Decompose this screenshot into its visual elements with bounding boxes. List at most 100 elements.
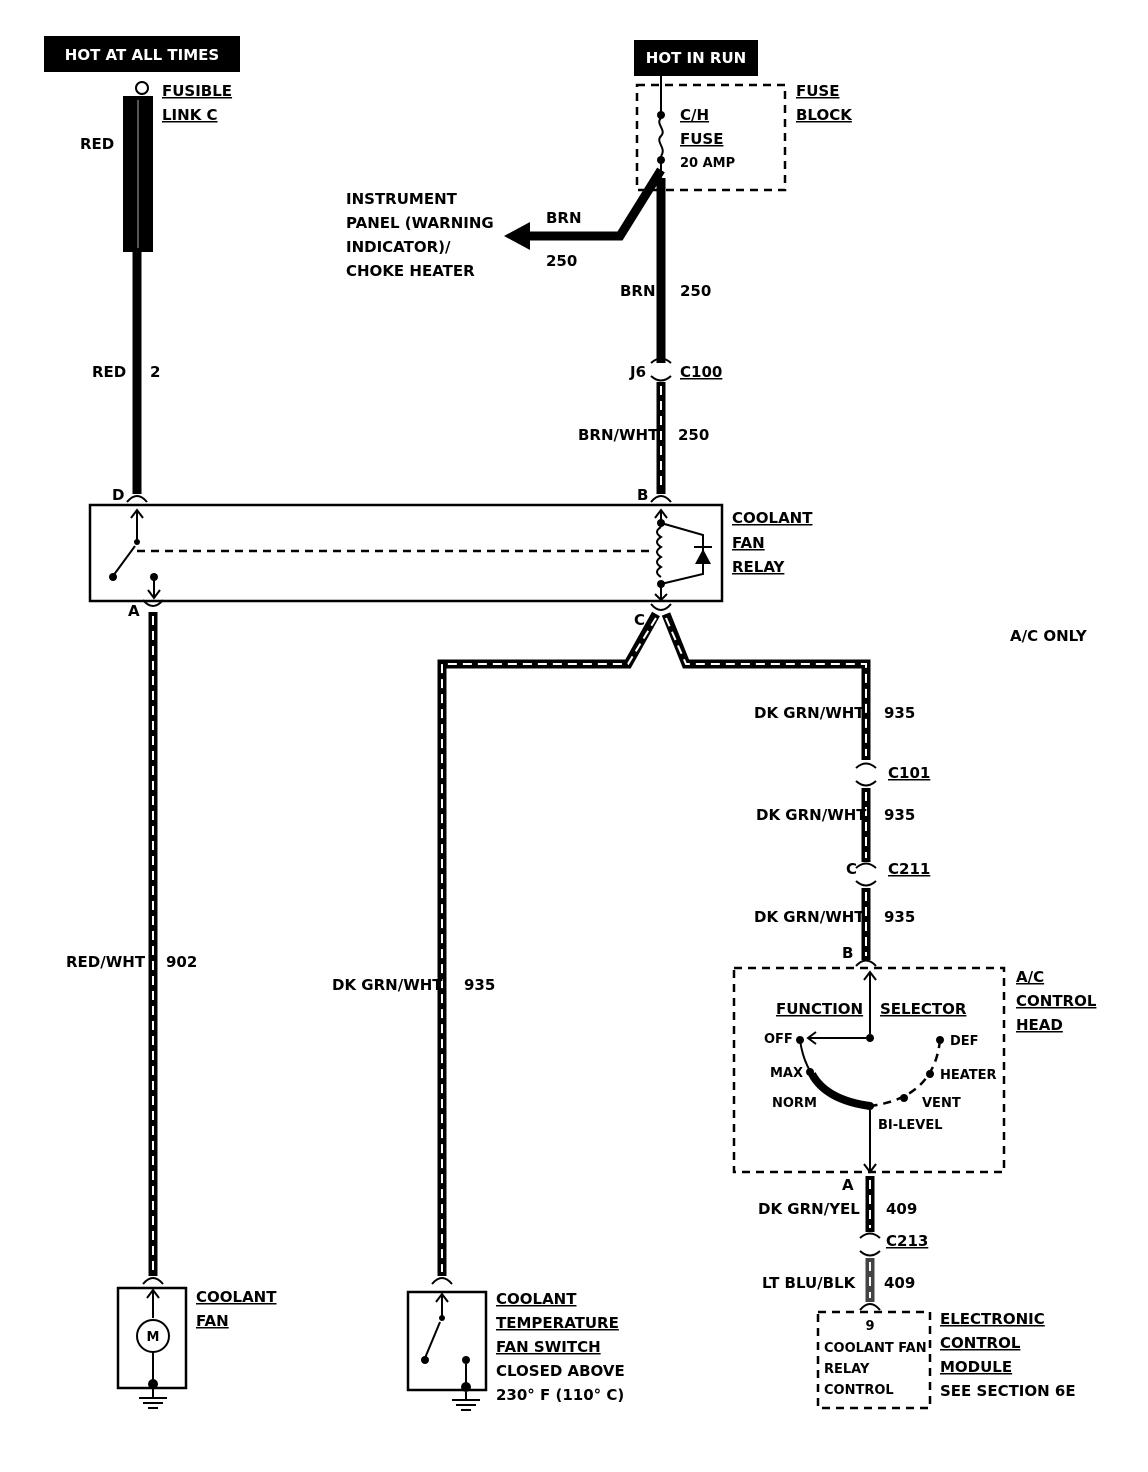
- wire-label-red: RED: [92, 363, 126, 381]
- fusible-link-label-1: FUSIBLE: [162, 82, 232, 100]
- wire-number-dk-grn-wht-1: 935: [884, 704, 915, 722]
- ac-head-function-label: FUNCTION: [776, 1000, 863, 1018]
- connector-c100: [650, 357, 672, 382]
- ch-fuse: [657, 76, 665, 178]
- wire-number-brn-branch: 250: [546, 252, 577, 270]
- hot-at-all-times-header: HOT AT ALL TIMES: [44, 36, 240, 72]
- hot-in-run-header: HOT IN RUN: [634, 40, 758, 76]
- wire-number-dk-grn-yel: 409: [886, 1200, 917, 1218]
- instrument-panel-label-2: PANEL (WARNING: [346, 214, 494, 232]
- ground-icon: [461, 1382, 471, 1392]
- relay-coil: [654, 508, 712, 602]
- wire-label-dk-grn-wht-left: DK GRN/WHT: [332, 976, 443, 994]
- ecm-outline: [816, 1310, 932, 1410]
- wire-number-brn: 250: [680, 282, 711, 300]
- ac-head-pin-b: B: [842, 944, 853, 962]
- coolant-fan-label-1: COOLANT: [196, 1288, 277, 1306]
- wire-label-dk-grn-wht-2: DK GRN/WHT: [756, 806, 867, 824]
- ac-head-selector-label: SELECTOR: [880, 1000, 967, 1018]
- coolant-fan-motor-label: M: [147, 1330, 160, 1345]
- hot-in-run-label: HOT IN RUN: [646, 49, 746, 67]
- temp-switch-label-2: TEMPERATURE: [496, 1314, 619, 1332]
- wire-label-red-top: RED: [80, 135, 114, 153]
- instrument-panel-label-1: INSTRUMENT: [346, 190, 458, 208]
- ac-only-label: A/C ONLY: [1010, 627, 1088, 645]
- fuse-block-outline: [635, 83, 787, 192]
- connector-c211-label: C211: [888, 860, 930, 878]
- wire-label-dk-grn-wht-1: DK GRN/WHT: [754, 704, 865, 722]
- ecm-title-2: CONTROL: [940, 1334, 1021, 1352]
- ac-pos-norm: NORM: [772, 1096, 817, 1111]
- ecm-pin: 9: [865, 1319, 874, 1334]
- function-selector-switch: [796, 959, 944, 1174]
- connector-c101-label: C101: [888, 764, 930, 782]
- hot-at-all-times-label: HOT AT ALL TIMES: [65, 46, 219, 64]
- fuse-block-label-1: FUSE: [796, 82, 839, 100]
- relay-pin-a: A: [128, 602, 140, 620]
- fuse-label-1: C/H: [680, 106, 709, 124]
- connector-c101: [855, 762, 877, 787]
- temp-switch-label-4: CLOSED ABOVE: [496, 1362, 625, 1380]
- wire-number-lt-blu-blk: 409: [884, 1274, 915, 1292]
- wire-number-dk-grn-wht-3: 935: [884, 908, 915, 926]
- wire-label-lt-blu-blk: LT BLU/BLK: [762, 1274, 857, 1292]
- temp-switch-label-3: FAN SWITCH: [496, 1338, 601, 1356]
- wire-label-dk-grn-wht-3: DK GRN/WHT: [754, 908, 865, 926]
- ac-head-label-2: CONTROL: [1016, 992, 1097, 1010]
- coolant-fan-relay-box: [88, 503, 724, 603]
- fuse-block-label-2: BLOCK: [796, 106, 853, 124]
- relay-label-1: COOLANT: [732, 509, 813, 527]
- relay-terminals: [126, 495, 672, 611]
- ecm-label-1: COOLANT FAN: [824, 1341, 927, 1356]
- relay-pin-b: B: [637, 486, 648, 504]
- wire-label-brn-branch: BRN: [546, 209, 582, 227]
- ecm-label-3: CONTROL: [824, 1383, 894, 1398]
- wire-dk-grn-wht-split: [437, 611, 871, 1276]
- relay-label-3: RELAY: [732, 558, 786, 576]
- wire-number-red: 2: [150, 363, 160, 381]
- wire-number-brn-wht: 250: [678, 426, 709, 444]
- relay-switch: [109, 508, 161, 600]
- fusible-link: [123, 81, 153, 252]
- wire-label-brn-wht: BRN/WHT: [578, 426, 659, 444]
- coolant-fan: [116, 1277, 188, 1409]
- wire-number-red-wht: 902: [166, 953, 197, 971]
- instrument-panel-label-3: INDICATOR)/: [346, 238, 451, 256]
- ecm-title-4: SEE SECTION 6E: [940, 1382, 1076, 1400]
- ecm-title-1: ELECTRONIC: [940, 1310, 1045, 1328]
- coolant-temp-fan-switch: [406, 1277, 488, 1411]
- connector-c100-label: C100: [680, 363, 722, 381]
- wire-brn-branch: [504, 167, 665, 250]
- ac-pos-heater: HEATER: [940, 1068, 997, 1083]
- fusible-link-label-2: LINK C: [162, 106, 218, 124]
- wire-number-dk-grn-wht-2: 935: [884, 806, 915, 824]
- wire-number-dk-grn-wht-left: 935: [464, 976, 495, 994]
- fuse-rating: 20 AMP: [680, 156, 735, 171]
- ecm-title-3: MODULE: [940, 1358, 1012, 1376]
- ac-pos-bilevel: BI-LEVEL: [878, 1118, 943, 1133]
- fuse-label-2: FUSE: [680, 130, 723, 148]
- connector-c100-pin: J6: [629, 363, 646, 381]
- ac-head-label-3: HEAD: [1016, 1016, 1063, 1034]
- ground-icon: [148, 1379, 158, 1389]
- temp-switch-label-1: COOLANT: [496, 1290, 577, 1308]
- wire-label-red-wht: RED/WHT: [66, 953, 146, 971]
- instrument-panel-label-4: CHOKE HEATER: [346, 262, 475, 280]
- ac-pos-vent: VENT: [922, 1096, 961, 1111]
- temp-switch-label-5: 230° F (110° C): [496, 1386, 624, 1404]
- ac-pos-off: OFF: [764, 1032, 793, 1047]
- ac-head-label-1: A/C: [1016, 968, 1044, 986]
- relay-pin-c: C: [634, 611, 645, 629]
- connector-c211: [855, 862, 877, 887]
- ecm-label-2: RELAY: [824, 1362, 870, 1377]
- connector-c211-pin: C: [846, 860, 857, 878]
- ac-pos-max: MAX: [770, 1066, 803, 1081]
- connector-c213: [859, 1232, 881, 1257]
- connector-c213-label: C213: [886, 1232, 928, 1250]
- coolant-fan-label-2: FAN: [196, 1312, 229, 1330]
- relay-label-2: FAN: [732, 534, 765, 552]
- ac-head-pin-a: A: [842, 1176, 854, 1194]
- ac-pos-def: DEF: [950, 1034, 979, 1049]
- wire-label-dk-grn-yel: DK GRN/YEL: [758, 1200, 860, 1218]
- relay-pin-d: D: [112, 486, 124, 504]
